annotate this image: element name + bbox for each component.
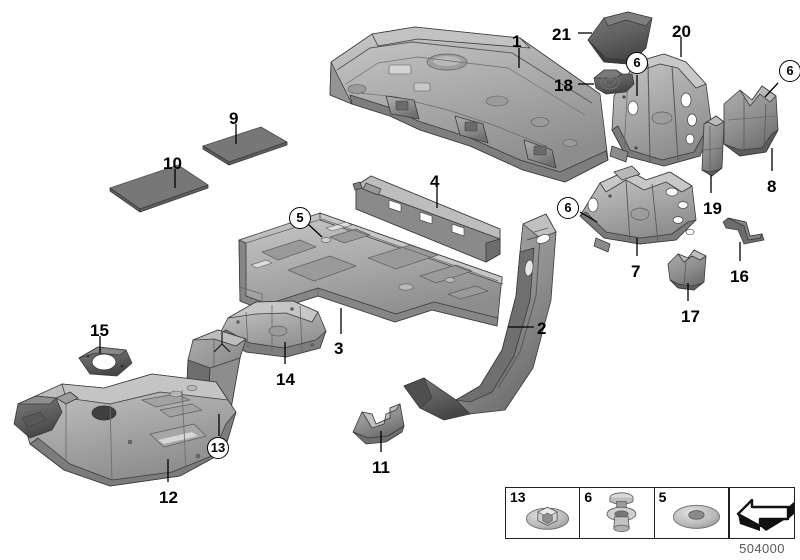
part-8-sound-insulation-block [723, 85, 779, 157]
legend-cell-13[interactable]: 13 [506, 488, 581, 538]
legend-number-13: 13 [510, 489, 526, 505]
callout-6b[interactable]: 6 [779, 60, 800, 82]
callout-6c[interactable]: 6 [557, 197, 579, 219]
callout-20[interactable]: 20 [672, 22, 691, 41]
callout-21[interactable]: 21 [552, 25, 571, 44]
part-18-rubber-plug [593, 69, 635, 95]
callout-7[interactable]: 7 [631, 262, 641, 281]
callout-17[interactable]: 17 [681, 307, 700, 326]
push-rivet-icon [606, 492, 637, 533]
part-10-insulation-pad [109, 164, 209, 213]
legend-number-5: 5 [658, 489, 667, 505]
part-12-tunnel-shield [13, 373, 237, 487]
part-3-floor-panel [238, 212, 503, 327]
fastener-legend: 13 6 5 [505, 487, 729, 539]
part-4-reinforcement-rail [352, 175, 501, 263]
leader-line-6c [579, 211, 598, 223]
legend-cell-5[interactable]: 5 [655, 488, 728, 538]
direction-arrow-icon [736, 498, 794, 531]
part-5-stud-location [320, 237, 332, 243]
part-7-wheelhouse-bracket [579, 165, 697, 253]
legend-cell-6[interactable]: 6 [580, 488, 655, 538]
callout-leader-lines [99, 32, 779, 482]
leader-line-5 [307, 223, 323, 238]
leader-line-6b [764, 82, 779, 98]
callout-16[interactable]: 16 [730, 267, 749, 286]
callout-8a[interactable]: 8 [767, 177, 777, 196]
callout-6a[interactable]: 6 [626, 52, 648, 74]
assembly-direction-marks [213, 332, 231, 353]
callout-3[interactable]: 3 [334, 339, 344, 358]
part-14-wheel-arch-shield [218, 300, 327, 358]
part-20-inner-wheelhouse-panel [609, 53, 713, 167]
part-1-bulkhead-insulation [329, 26, 609, 183]
callout-18[interactable]: 18 [554, 76, 573, 95]
callout-10[interactable]: 10 [163, 154, 182, 173]
callout-13[interactable]: 13 [207, 437, 229, 459]
callout-5[interactable]: 5 [289, 207, 311, 229]
callout-15[interactable]: 15 [90, 321, 109, 340]
grommet-icon [672, 504, 720, 529]
document-number: 504000 [739, 541, 785, 556]
callout-9[interactable]: 9 [229, 109, 239, 128]
callout-11[interactable]: 11 [372, 458, 390, 477]
part-11-small-bracket [352, 403, 405, 445]
part-9-insulation-pad [202, 126, 288, 166]
part-19-narrow-filler-strip [701, 115, 725, 177]
part-17-molded-pad [667, 249, 707, 291]
nut-washer-icon [525, 506, 570, 530]
callout-12[interactable]: 12 [159, 488, 178, 507]
callout-4[interactable]: 4 [430, 172, 440, 191]
part-16-angular-pad [722, 217, 765, 245]
callout-1[interactable]: 1 [512, 32, 522, 51]
callout-19[interactable]: 19 [703, 199, 722, 218]
callout-14[interactable]: 14 [276, 370, 295, 389]
legend-cell-direction-arrow[interactable] [729, 487, 795, 539]
part-15-mounting-plate [78, 346, 133, 377]
legend-number-6: 6 [584, 489, 593, 505]
callout-2[interactable]: 2 [537, 319, 547, 338]
part-2-pillar-reinforcement [403, 213, 557, 421]
